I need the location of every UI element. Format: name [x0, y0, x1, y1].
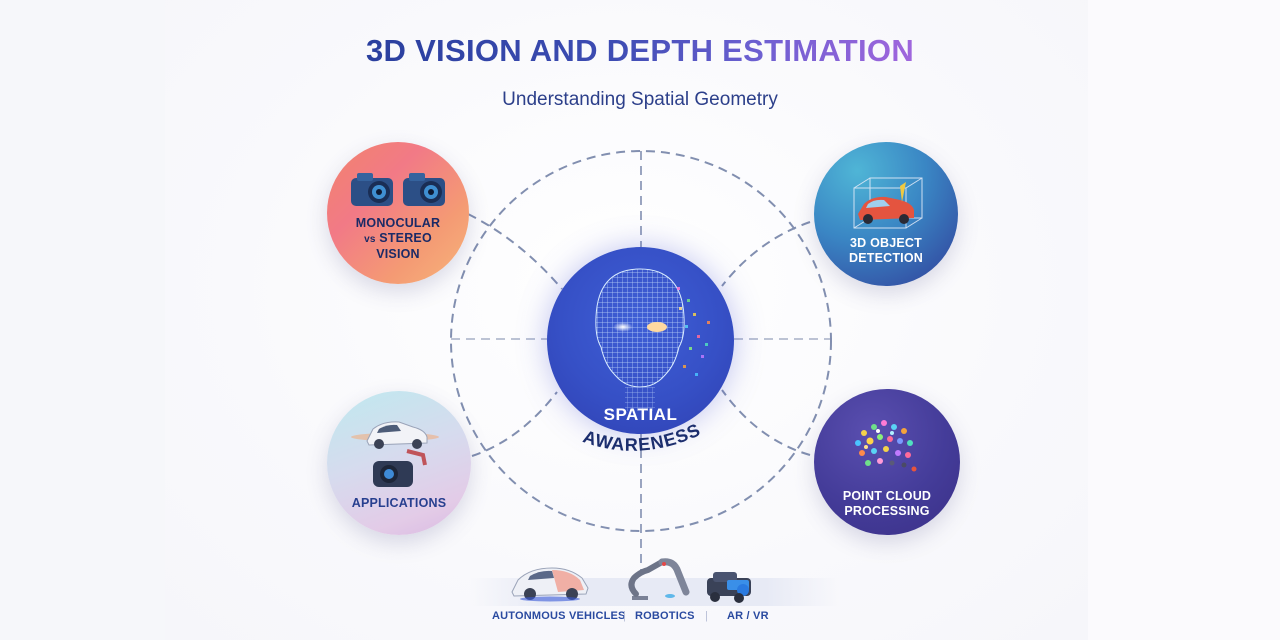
center-label-spatial: SPATIAL	[603, 405, 678, 424]
node-label: APPLICATIONS	[351, 496, 447, 510]
node-3d-object-detection: 3D OBJECT DETECTION	[814, 142, 958, 286]
page-title: 3D VISION AND DEPTH ESTIMATION	[365, 33, 915, 68]
center-hub-spatial-awareness	[547, 247, 734, 434]
node-monocular-vs-stereo: MONOCULAR vs STEREO VISION	[327, 142, 469, 284]
footer-item-ar-vr: AR / VR	[727, 610, 769, 622]
node-applications: APPLICATIONS	[327, 391, 471, 535]
car-bounding-box-icon	[853, 177, 923, 229]
cameras-icon	[351, 173, 445, 206]
footer-item-autonomous-vehicles: AUTONMOUS VEHICLES	[492, 610, 626, 622]
node-label: MONOCULAR vs STEREO VISION	[355, 216, 441, 261]
background-right-band	[1088, 0, 1280, 640]
page-subtitle: Understanding Spatial Geometry	[502, 89, 778, 110]
car-camera-robot-arm-icon	[351, 421, 439, 487]
ar-vr-vehicle-icon	[707, 572, 751, 603]
connector-bottom-left	[471, 391, 558, 457]
node-label: 3D OBJECT DETECTION	[848, 236, 924, 265]
orbit-ring	[450, 150, 832, 532]
connector-bottom-right	[721, 389, 811, 456]
footer-separator: |	[623, 610, 627, 622]
connector-top-right	[721, 221, 811, 287]
point-cloud-icon	[855, 420, 917, 472]
footer-separator: |	[705, 610, 709, 622]
node-point-cloud-processing: POINT CLOUD PROCESSING	[814, 389, 960, 535]
autonomous-car-icon	[511, 567, 589, 602]
robot-arm-icon	[628, 558, 690, 600]
footer-item-robotics: ROBOTICS	[635, 610, 695, 622]
node-label: POINT CLOUD PROCESSING	[842, 489, 932, 518]
wireframe-head-icon	[595, 268, 710, 411]
connector-top-left	[467, 213, 563, 290]
